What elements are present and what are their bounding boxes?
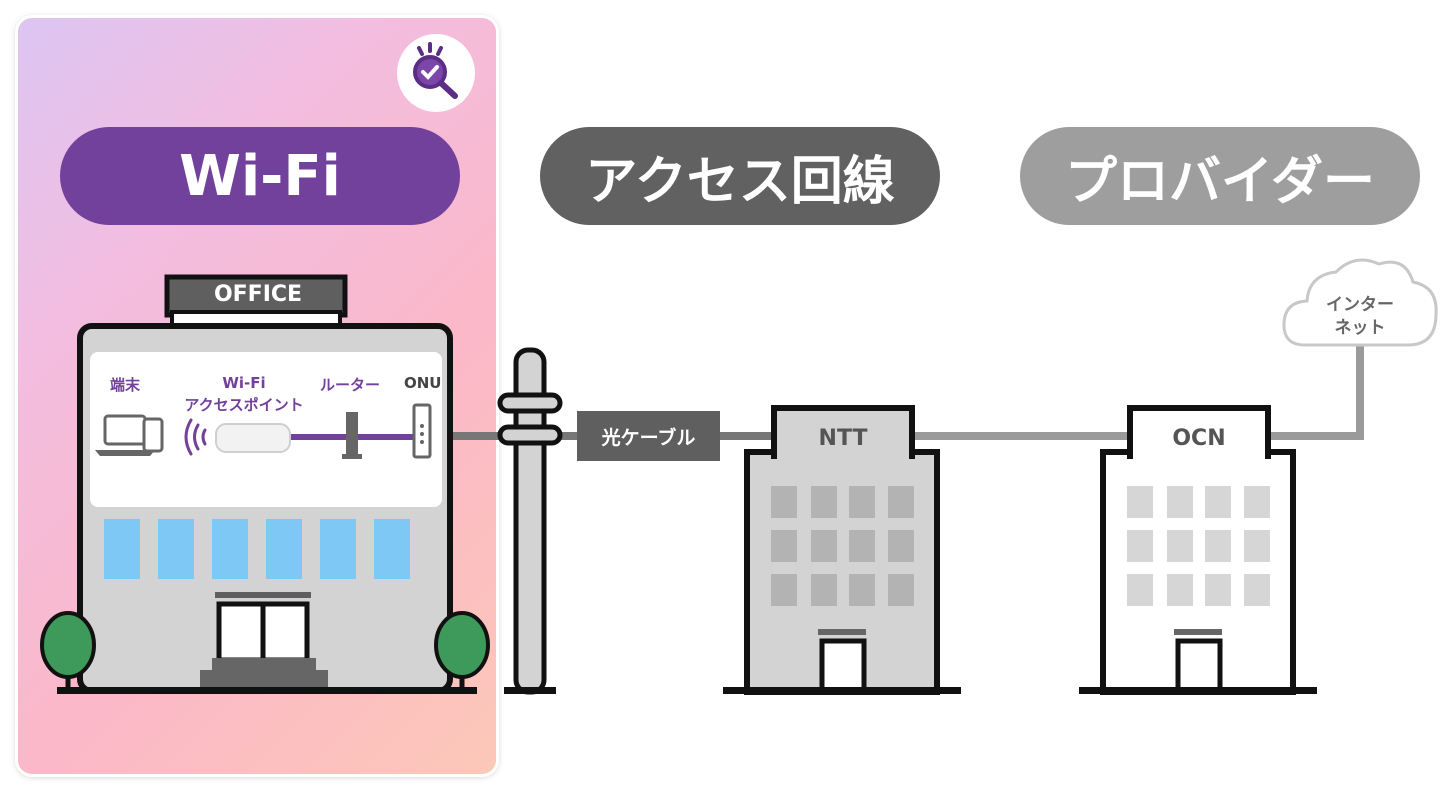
check-search-icon <box>397 34 475 112</box>
ntt-building <box>723 405 961 695</box>
ap-label-line2: アクセスポイント <box>184 396 304 414</box>
cable-label: 光ケーブル <box>601 427 696 449</box>
ap-label-line1: Wi-Fi <box>222 374 266 392</box>
ntt-label: NTT <box>818 426 868 451</box>
cloud-icon <box>1282 258 1438 347</box>
office-building <box>40 274 490 694</box>
header-provider-label: プロバイダー <box>1065 151 1375 212</box>
onu-label: ONU <box>404 374 442 392</box>
header-provider: プロバイダー <box>1020 127 1420 225</box>
cable-label-box <box>577 411 720 461</box>
ocn-label: OCN <box>1172 426 1226 451</box>
tree-icon <box>40 611 96 690</box>
office-sign: OFFICE <box>213 282 303 307</box>
onu-icon <box>412 403 432 459</box>
ocn-building <box>1079 405 1317 695</box>
router-icon <box>342 412 362 459</box>
utility-pole-icon <box>497 347 563 695</box>
internet-label-line1: インター <box>1326 295 1394 315</box>
laptop-icon <box>95 414 155 456</box>
router-label: ルーター <box>320 376 381 394</box>
smartphone-icon <box>142 417 164 453</box>
header-wifi: Wi-Fi <box>60 127 460 225</box>
header-access-line: アクセス回線 <box>540 127 940 225</box>
access-point-icon <box>215 423 291 453</box>
header-wifi-label: Wi-Fi <box>179 143 341 209</box>
wifi-signal-icon <box>184 418 207 456</box>
tree-icon <box>434 611 490 690</box>
internet-label-line2: ネット <box>1334 318 1386 338</box>
device-label: 端末 <box>110 376 141 394</box>
header-access-line-label: アクセス回線 <box>585 151 895 212</box>
